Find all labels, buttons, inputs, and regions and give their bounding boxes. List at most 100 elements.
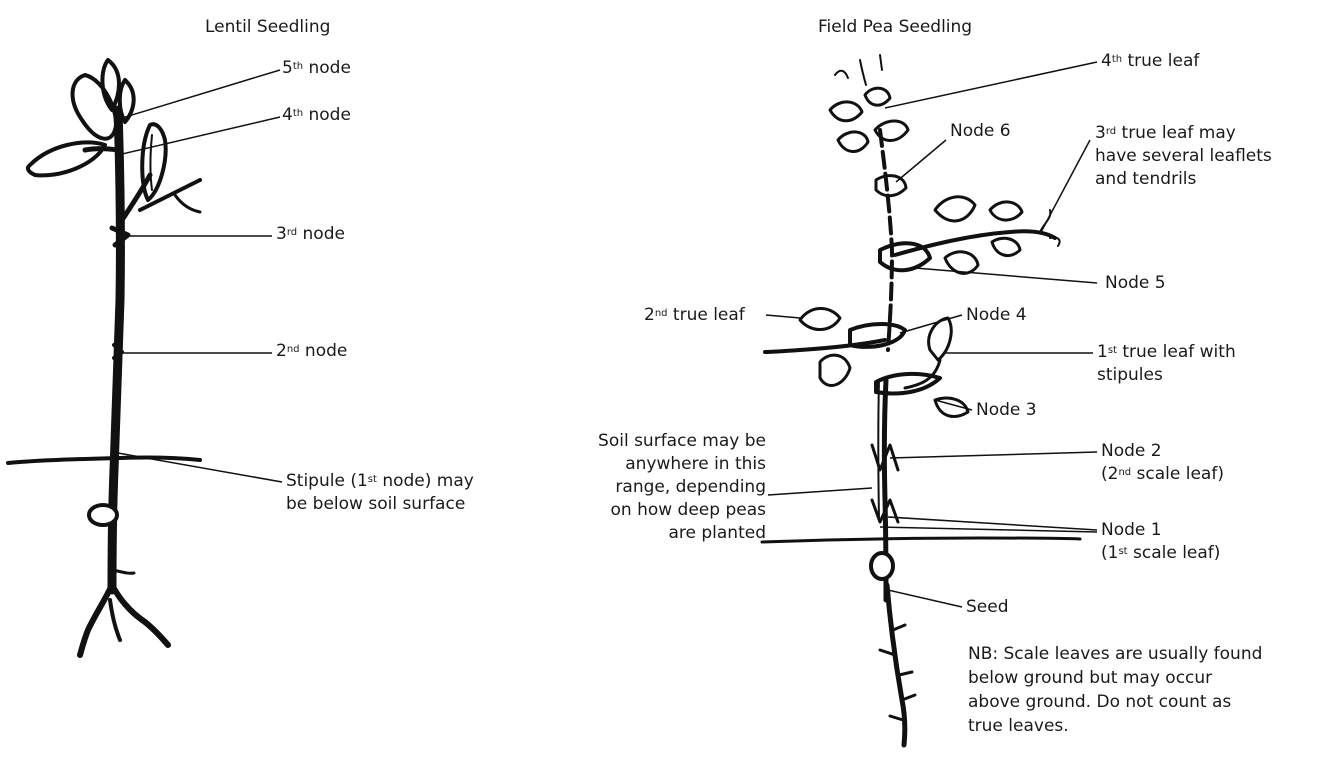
lentil-root-mid bbox=[108, 598, 122, 642]
label-pea-leaf1: 1st true leaf with stipules bbox=[1097, 341, 1236, 387]
label-pea-node1-post: scale leaf) bbox=[1127, 543, 1221, 563]
leader-pea-node2 bbox=[889, 451, 1098, 459]
lentil-title: Lentil Seedling bbox=[205, 17, 331, 37]
label-pea-soil-line1: Soil surface may be bbox=[598, 431, 766, 451]
pea-leaf2-leaflet-bottom bbox=[818, 353, 852, 387]
pea-stipule-node3 bbox=[874, 371, 942, 396]
label-lentil-node2: 2nd node bbox=[276, 340, 347, 363]
pea-leaf4-leaflet-4 bbox=[836, 130, 870, 153]
pea-leaf3-petiole bbox=[893, 229, 1057, 257]
pea-root bbox=[884, 582, 908, 748]
label-pea-soil-line2: anywhere in this bbox=[625, 454, 766, 474]
leader-pea-node4 bbox=[899, 314, 963, 334]
label-lentil-stipule-pre: Stipule (1 bbox=[286, 471, 368, 491]
label-pea-leaf4-text: true leaf bbox=[1122, 51, 1200, 71]
lentil-leaf-right bbox=[140, 122, 168, 202]
pea-soil-line bbox=[760, 536, 1082, 544]
pea-leader-lines bbox=[765, 61, 1098, 608]
label-pea-leaf3-line2: have several leaflets bbox=[1095, 146, 1272, 166]
label-lentil-stipule: Stipule (1st node) may be below soil sur… bbox=[286, 470, 474, 516]
label-pea-leaf4: 4th true leaf bbox=[1101, 50, 1199, 73]
label-lentil-node2-sup: nd bbox=[286, 344, 300, 355]
lentil-soil-line bbox=[6, 455, 202, 465]
label-pea-leaf2-sup: nd bbox=[654, 308, 668, 319]
label-pea-node1-line2: (1st scale leaf) bbox=[1101, 542, 1220, 565]
pea-stipule-node4 bbox=[848, 322, 907, 349]
pea-leaf2-petiole bbox=[763, 338, 887, 354]
label-lentil-node4-text: node bbox=[303, 105, 351, 125]
label-pea-soil-line4: on how deep peas bbox=[610, 500, 767, 520]
leader-pea-node3 bbox=[934, 399, 973, 411]
lentil-root-right bbox=[109, 582, 171, 648]
note-line1: NB: Scale leaves are usually found bbox=[968, 644, 1263, 664]
label-lentil-stipule-post: node) may bbox=[376, 471, 474, 491]
pea-seed bbox=[869, 551, 895, 581]
label-pea-leaf1-sup: st bbox=[1107, 345, 1117, 356]
label-pea-leaf3-text: true leaf may bbox=[1116, 123, 1236, 143]
label-pea-leaf3-line1: 3rd true leaf may bbox=[1095, 122, 1272, 145]
pea-leaf1-upper bbox=[927, 316, 953, 362]
leader-pea-soil bbox=[767, 487, 873, 496]
pea-leaf2-leaflet-top bbox=[798, 307, 842, 331]
leader-lentil-node5 bbox=[121, 69, 281, 119]
lentil-leaf-top-right bbox=[117, 78, 136, 124]
pea-apex bbox=[834, 54, 883, 86]
label-pea-leaf3-sup: rd bbox=[1105, 126, 1117, 137]
lentil-leaf-top-left bbox=[70, 73, 118, 141]
leader-pea-node1a bbox=[887, 516, 1098, 531]
label-lentil-node4-num: 4 bbox=[282, 105, 293, 125]
label-pea-leaf4-num: 4 bbox=[1101, 51, 1112, 71]
label-lentil-stipule-sup: st bbox=[367, 474, 377, 485]
leader-pea-node5 bbox=[914, 267, 1098, 284]
lentil-branch-left bbox=[82, 146, 121, 153]
lentil-root-side bbox=[111, 568, 136, 575]
pea-scale-leaf-1 bbox=[870, 498, 900, 524]
pea-leaf4-leaflet-2 bbox=[863, 86, 892, 107]
lentil-branch-far-right-2 bbox=[173, 193, 202, 214]
label-pea-leaf3-line3: and tendrils bbox=[1095, 169, 1197, 189]
label-pea-node1-pre: (1 bbox=[1101, 543, 1119, 563]
leader-lentil-node4 bbox=[117, 116, 281, 156]
label-lentil-stipule-line2: be below soil surface bbox=[286, 494, 466, 514]
label-pea-node2-line2: (2nd scale leaf) bbox=[1101, 463, 1224, 486]
lentil-leaf-mid-vein bbox=[149, 134, 153, 191]
leader-pea-seed bbox=[887, 589, 963, 608]
lentil-leaf-left bbox=[25, 140, 107, 178]
label-pea-node1-sup: st bbox=[1118, 546, 1128, 557]
label-lentil-node5: 5th node bbox=[282, 57, 351, 80]
pea-title: Field Pea Seedling bbox=[818, 17, 973, 37]
label-lentil-node3-num: 3 bbox=[276, 224, 287, 244]
lentil-branch-right bbox=[119, 172, 153, 223]
leader-pea-node6 bbox=[895, 139, 947, 183]
lentil-leaf-top bbox=[100, 58, 121, 112]
label-pea-leaf2-text: true leaf bbox=[667, 305, 745, 325]
pea-leaf4-leaflet-3 bbox=[873, 119, 910, 142]
leader-pea-node1b bbox=[879, 526, 1098, 533]
pea-leaf1-lower bbox=[933, 396, 970, 418]
label-lentil-node5-text: node bbox=[303, 58, 351, 78]
lentil-seedling-drawing bbox=[6, 58, 202, 658]
pea-leaf3-leaflet-4 bbox=[990, 236, 1022, 258]
label-lentil-stipule-line1: Stipule (1st node) may bbox=[286, 470, 474, 493]
lentil-seed bbox=[87, 503, 119, 527]
label-pea-node1: Node 1 (1st scale leaf) bbox=[1101, 519, 1220, 565]
lentil-branch-far-right bbox=[138, 178, 202, 212]
label-pea-node2-line1: Node 2 bbox=[1101, 441, 1162, 461]
label-pea-leaf2-num: 2 bbox=[644, 305, 655, 325]
label-pea-node5: Node 5 bbox=[1105, 273, 1166, 293]
label-pea-leaf4-sup: th bbox=[1111, 54, 1123, 65]
label-lentil-node3-sup: rd bbox=[286, 227, 298, 238]
label-pea-leaf1-line2: stipules bbox=[1097, 365, 1163, 385]
leader-pea-leaf3 bbox=[1039, 139, 1091, 235]
label-lentil-node2-num: 2 bbox=[276, 341, 287, 361]
pea-stem-outline bbox=[877, 379, 880, 521]
lentil-stem bbox=[107, 105, 125, 595]
note-line4: true leaves. bbox=[968, 716, 1069, 736]
note-line3: above ground. Do not count as bbox=[968, 692, 1232, 712]
label-pea-soil: Soil surface may be anywhere in this ran… bbox=[560, 430, 766, 545]
label-pea-node4: Node 4 bbox=[966, 305, 1027, 325]
label-lentil-node3-text: node bbox=[297, 224, 345, 244]
label-pea-node2: Node 2 (2nd scale leaf) bbox=[1101, 440, 1224, 486]
label-pea-seed: Seed bbox=[966, 597, 1009, 617]
